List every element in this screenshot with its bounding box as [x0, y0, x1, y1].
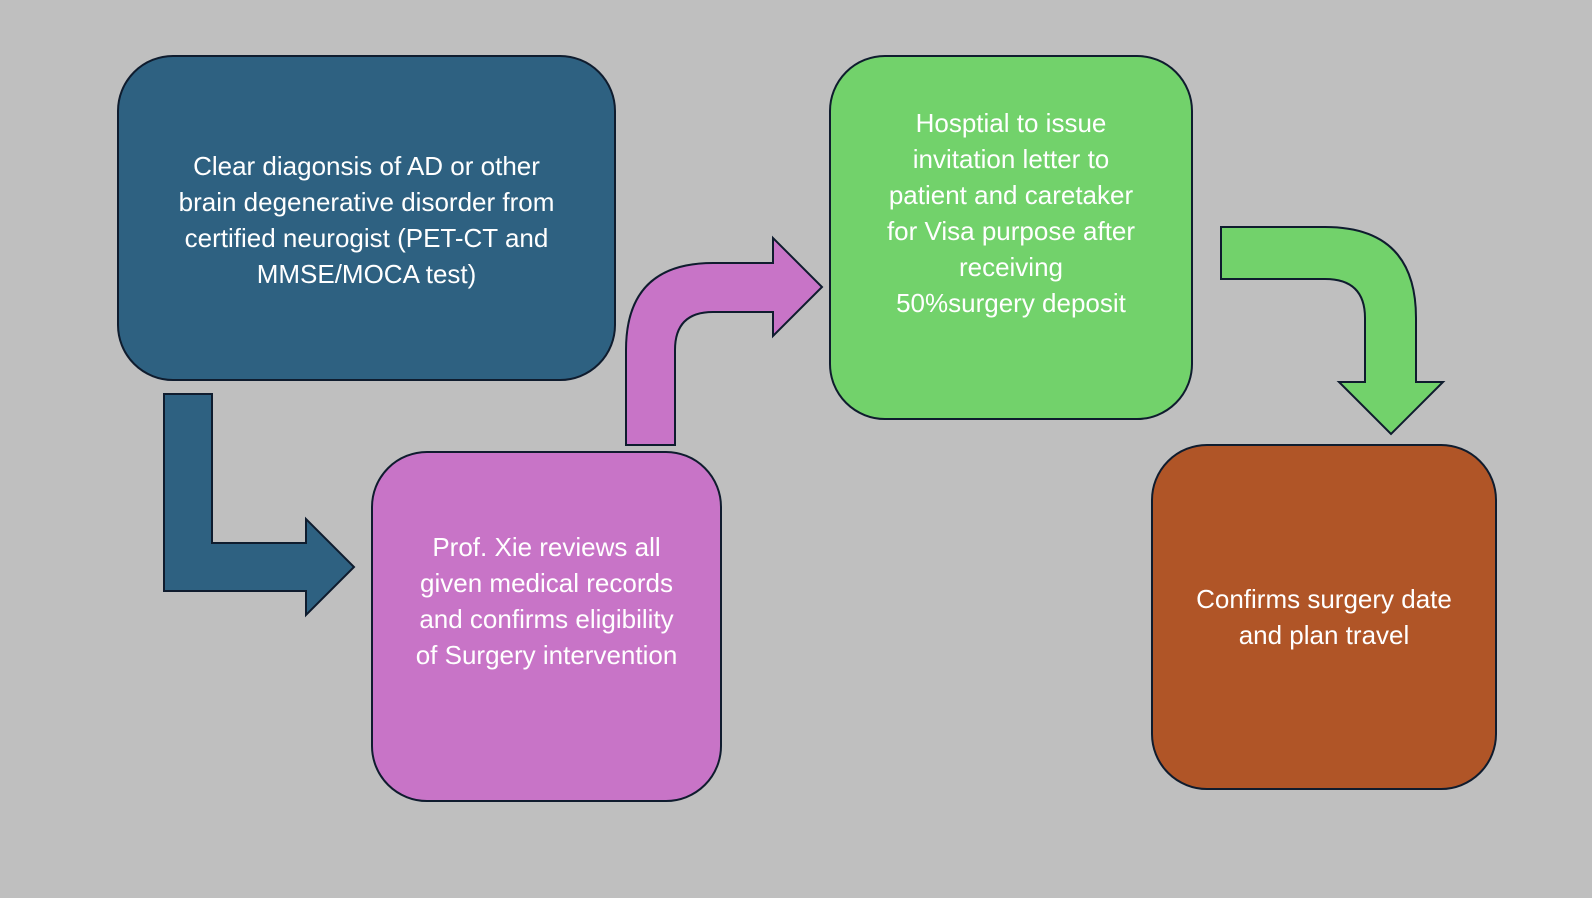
bent-arrow-right-down-icon — [1220, 226, 1446, 436]
step-label-review: Prof. Xie reviews all given medical reco… — [415, 531, 678, 670]
step-box-confirm: Confirms surgery date and plan travel — [1151, 444, 1497, 790]
bent-arrow-down-right-icon — [163, 393, 356, 618]
step-label-confirm: Confirms surgery date and plan travel — [1196, 584, 1452, 650]
step-label-diagnosis: Clear diagonsis of AD or other brain deg… — [178, 151, 555, 289]
step-box-diagnosis: Clear diagonsis of AD or other brain deg… — [117, 55, 616, 381]
step-box-invitation: Hosptial to issue invitation letter to p… — [829, 55, 1193, 420]
step-box-review: Prof. Xie reviews all given medical reco… — [371, 451, 722, 802]
bent-arrow-up-right-icon — [625, 235, 824, 446]
step-label-invitation: Hosptial to issue invitation letter to p… — [886, 107, 1136, 318]
